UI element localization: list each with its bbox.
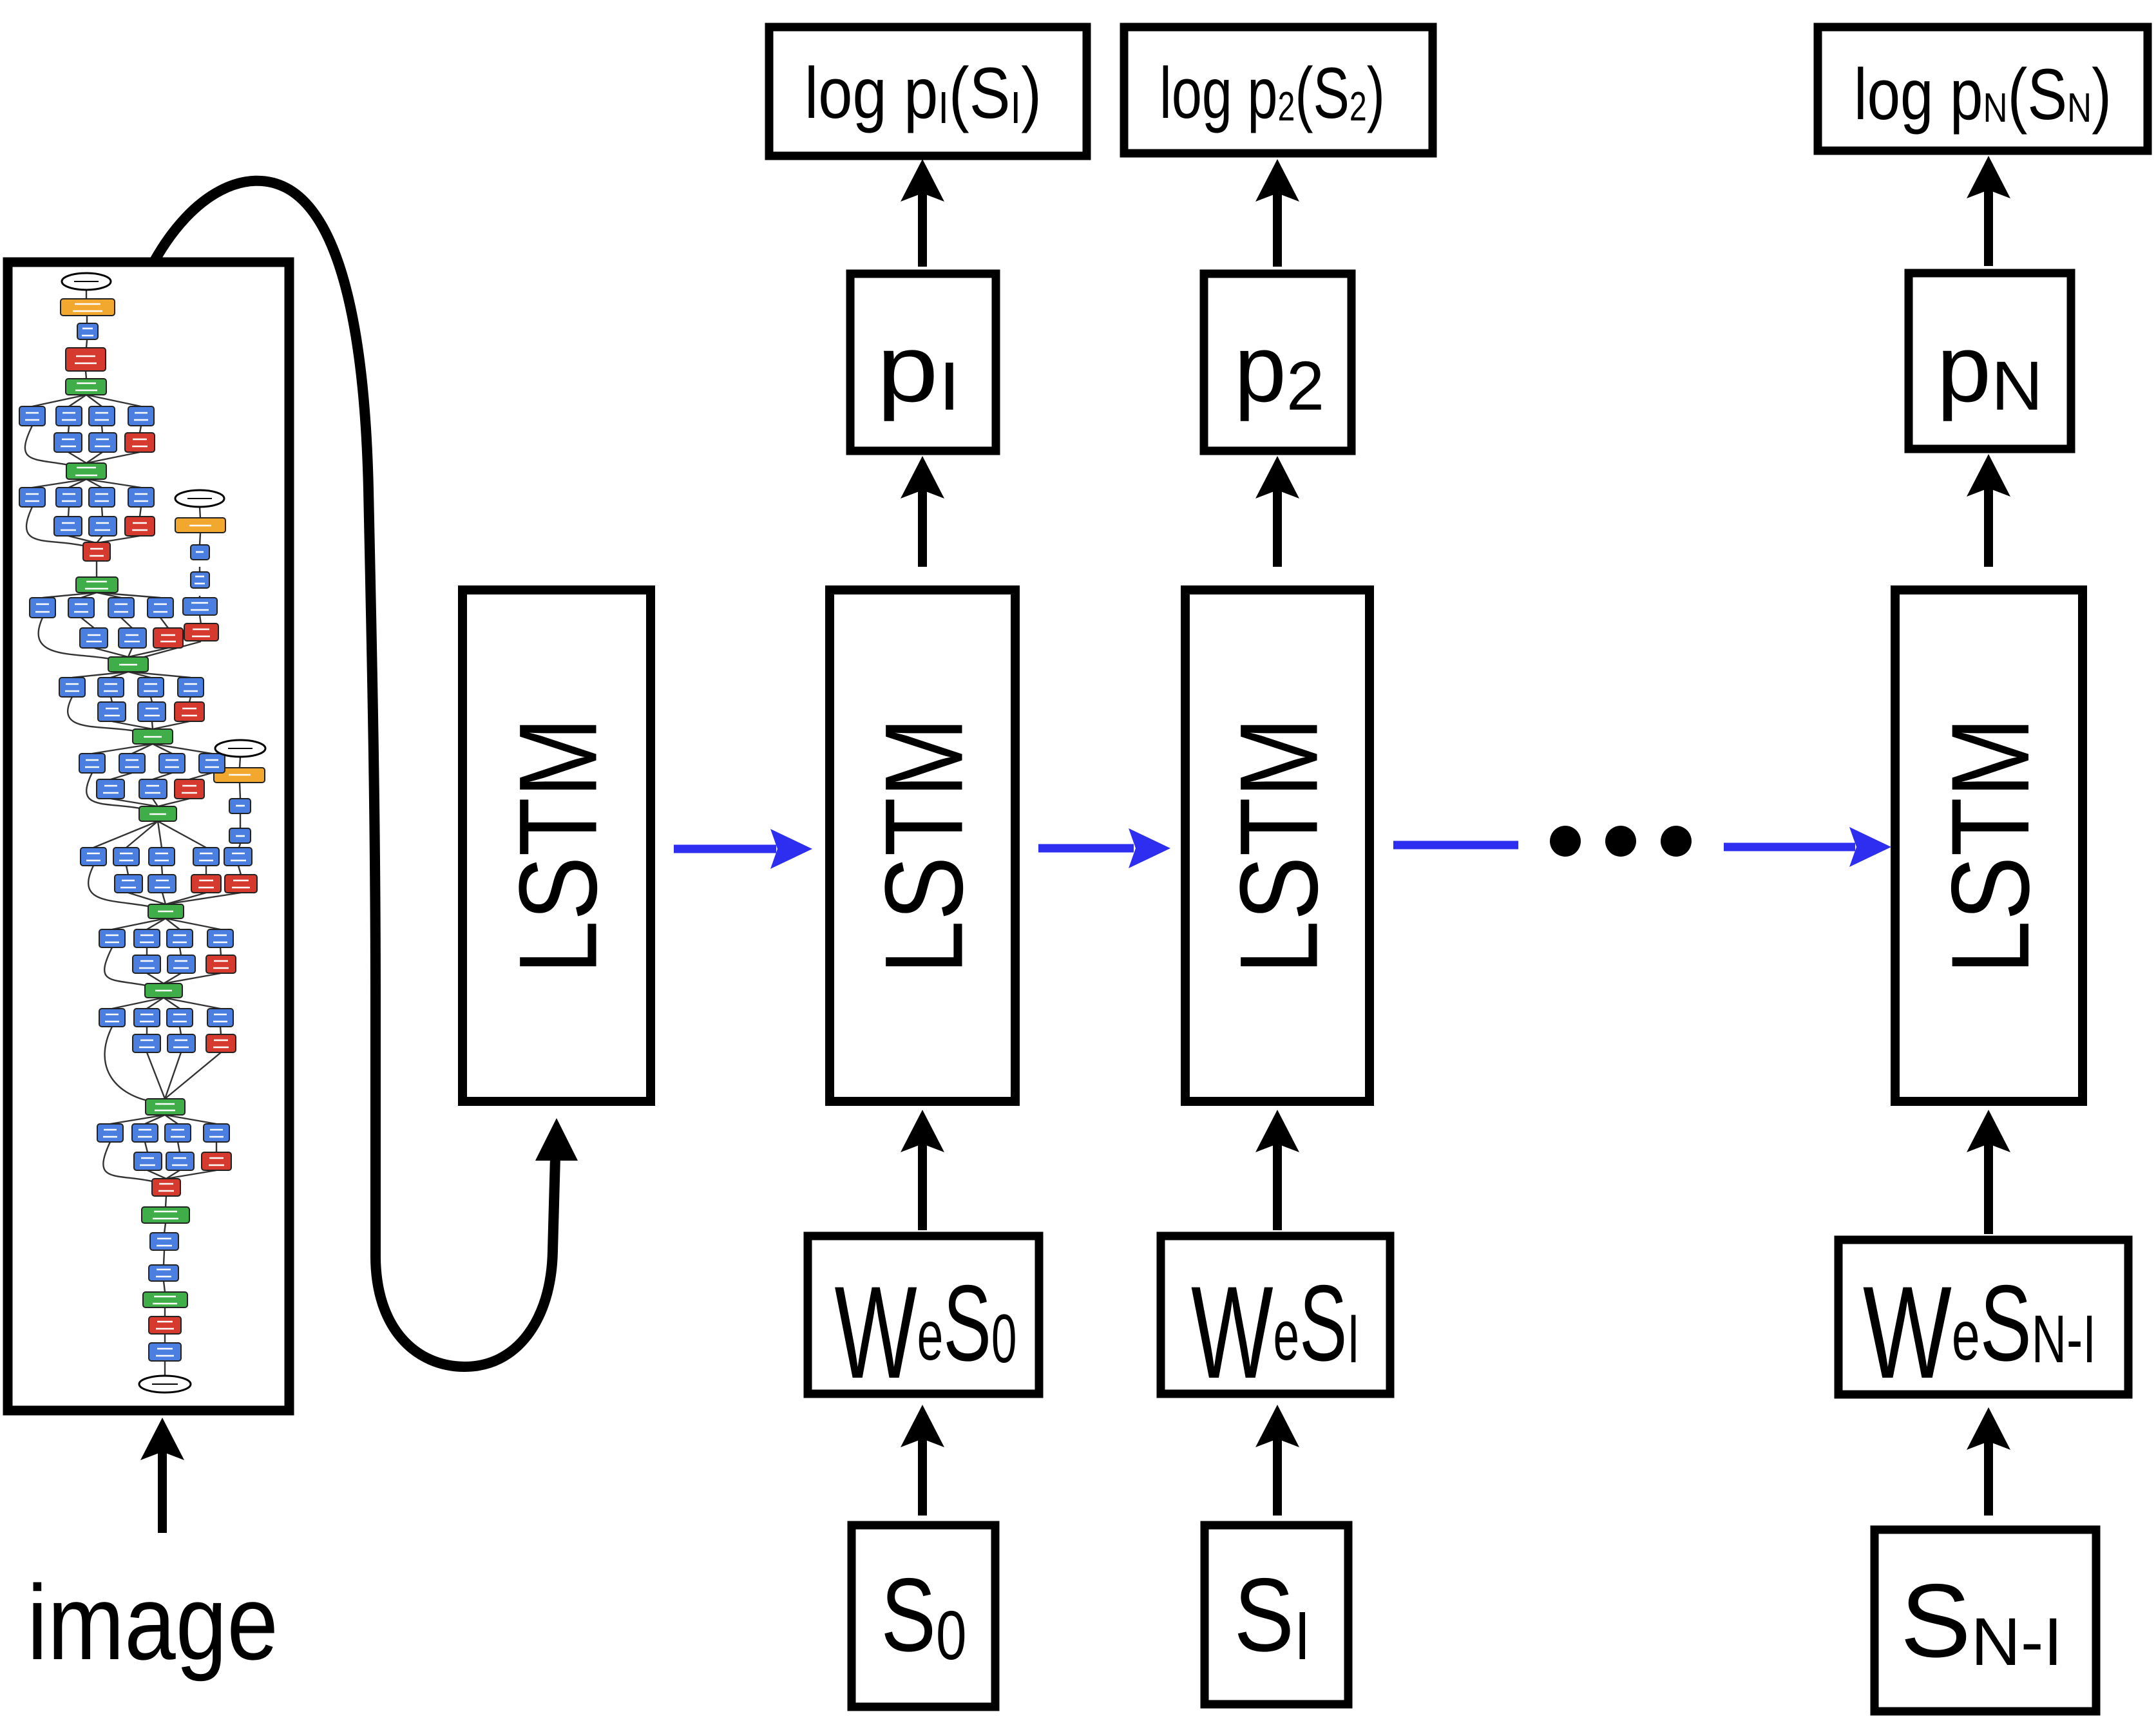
svg-text:log pN(SN): log pN(SN)	[1854, 54, 2112, 135]
svg-text:LSTM: LSTM	[1217, 718, 1341, 974]
svg-text:WeS0: WeS0	[835, 1259, 1017, 1405]
svg-text:pI: pI	[877, 316, 960, 424]
svg-text:log pI(SI): log pI(SI)	[805, 53, 1042, 134]
svg-text:S0: S0	[881, 1557, 966, 1675]
svg-text:SI: SI	[1234, 1557, 1310, 1675]
svg-text:pN: pN	[1937, 315, 2043, 425]
svg-text:image: image	[27, 1563, 278, 1682]
svg-text:WeSN-I: WeSN-I	[1863, 1259, 2096, 1406]
svg-text:LSTM: LSTM	[1929, 718, 2052, 974]
svg-text:SN-I: SN-I	[1900, 1562, 2063, 1680]
svg-text:LSTM: LSTM	[497, 718, 620, 974]
svg-text:p2: p2	[1234, 316, 1324, 424]
svg-text:WeSI: WeSI	[1191, 1259, 1360, 1406]
svg-text:log p2(S2): log p2(S2)	[1159, 53, 1385, 134]
svg-text:LSTM: LSTM	[863, 718, 986, 974]
